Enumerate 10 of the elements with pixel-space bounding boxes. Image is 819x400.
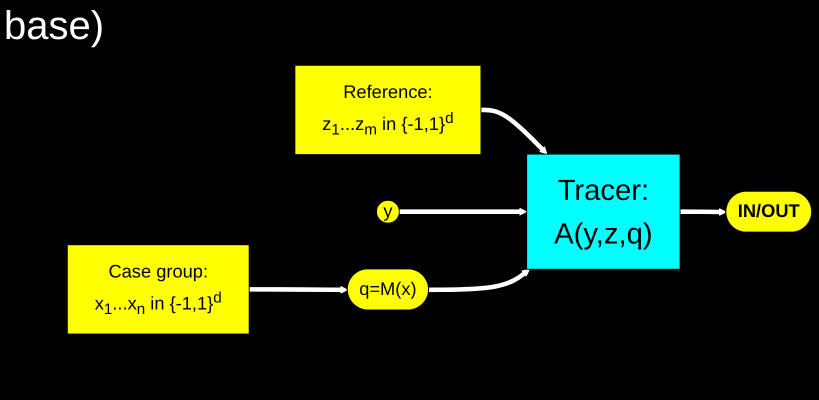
node-circle: y: [376, 200, 400, 224]
node-box: Tracer: A(y,z,q): [526, 154, 681, 270]
arrow: [680, 208, 727, 216]
arrow: [249, 286, 348, 294]
node-box: Reference: z$_{1}$...z$_{m}$ in {-1,1}$^{d}$: [294, 65, 482, 156]
arrow: [399, 208, 528, 216]
slide-text-fragment: base): [4, 4, 104, 49]
arrow: [429, 269, 530, 292]
node-box: Case group: x$_{1}$...x$_{n}$ in {-1,1}$^{d}$: [66, 244, 250, 335]
arrow: [480, 108, 548, 155]
